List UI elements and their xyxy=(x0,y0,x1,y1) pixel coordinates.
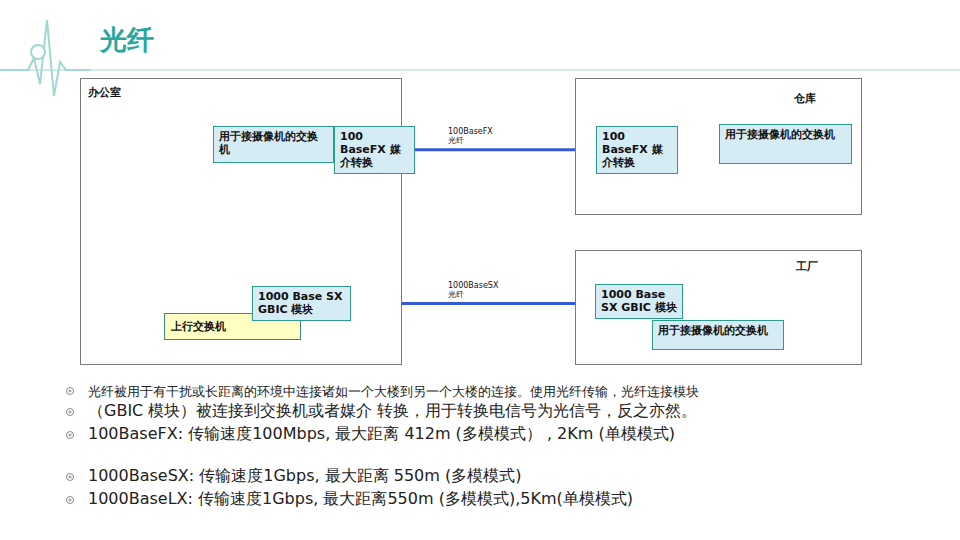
link-label: 1000BaseSX 光纤 xyxy=(447,282,499,300)
bullet-text: 1000BaseLX: 传输速度1Gbps, 最大距离550m (多模模式),5… xyxy=(88,489,633,510)
box-label: 上行交换机 xyxy=(171,319,294,334)
box-label: 100 BaseFX 媒介转换 xyxy=(340,130,409,170)
device-box: 用于接摄像机的交换机 xyxy=(652,320,784,350)
bullet-text: （GBIC 模块）被连接到交换机或者媒介 转换，用于转换电信号为光信号，反之亦然… xyxy=(88,401,697,422)
area-box: 办公室用于接摄像机的交换机100 BaseFX 媒介转换上行交换机1000 Ba… xyxy=(80,78,402,365)
box-label: 用于接摄像机的交换机 xyxy=(725,128,846,141)
box-label: 1000 Base SX GBIC 模块 xyxy=(601,288,677,314)
fiber-link xyxy=(415,148,596,151)
device-box: 1000 Base SX GBIC 模块 xyxy=(252,286,351,321)
box-label: 用于接摄像机的交换机 xyxy=(219,130,328,156)
device-box: 用于接摄像机的交换机 xyxy=(719,124,852,164)
device-box: 用于接摄像机的交换机 xyxy=(213,126,334,163)
box-label: 100 BaseFX 媒介转换 xyxy=(602,130,672,170)
bullet-text: 光纤被用于有干扰或长距离的环境中连接诸如一个大楼到另一个大楼的连接。使用光纤传输… xyxy=(88,383,699,401)
device-box: 100 BaseFX 媒介转换 xyxy=(596,126,678,174)
box-label: 用于接摄像机的交换机 xyxy=(658,324,778,337)
area-box: 工厂 1000 Base SX GBIC 模块用于接摄像机的交换机 xyxy=(575,250,862,365)
slide-title: 光纤 xyxy=(100,22,154,58)
link-label: 100BaseFX 光纤 xyxy=(447,128,494,146)
device-box: 100 BaseFX 媒介转换 xyxy=(334,126,415,174)
area-name: 工厂 xyxy=(796,259,818,274)
pulse-icon xyxy=(0,20,90,96)
area-box: 仓库 100 BaseFX 媒介转换 用于接摄像机的交换机 xyxy=(575,78,862,215)
bullet-text: 1000BaseSX: 传输速度1Gbps, 最大距离 550m (多模模式) xyxy=(88,466,521,487)
box-label: 1000 Base SX GBIC 模块 xyxy=(258,290,345,316)
pulse-dot xyxy=(31,45,45,59)
area-name: 办公室 xyxy=(88,85,121,100)
bullet-marks xyxy=(67,388,74,504)
device-box: 1000 Base SX GBIC 模块 xyxy=(595,284,683,319)
bullet-text: 100BaseFX: 传输速度100Mbps, 最大距离 412m (多模模式）… xyxy=(88,424,675,445)
area-name: 仓库 xyxy=(794,91,816,106)
header-rule xyxy=(0,69,960,71)
